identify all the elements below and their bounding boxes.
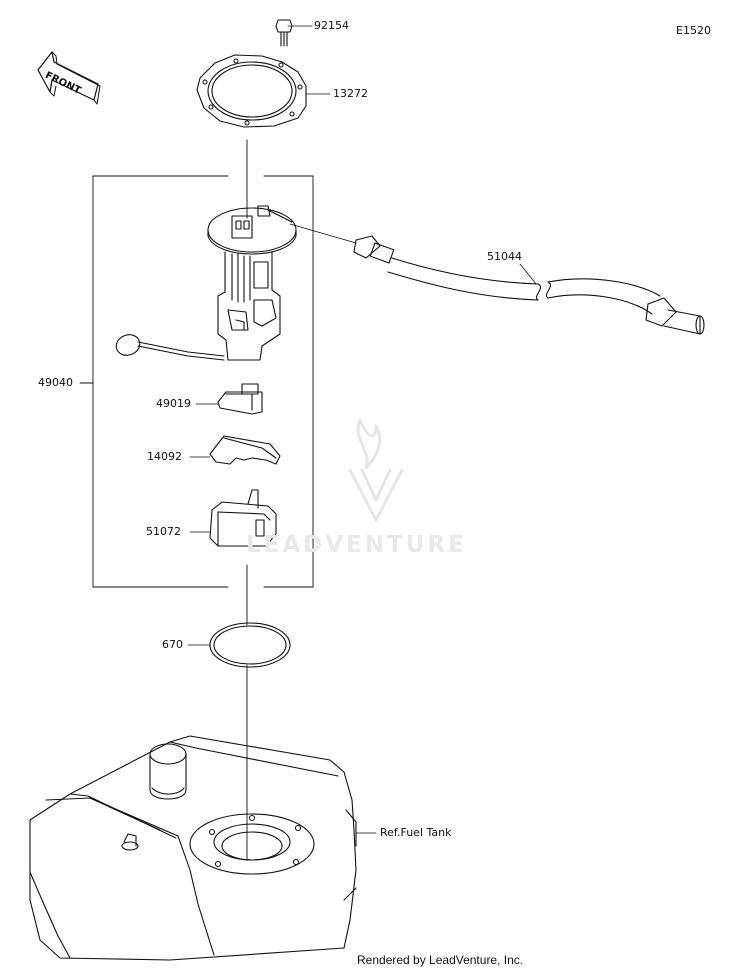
callout-92154[interactable]: 92154 <box>314 19 349 32</box>
diagram-id: E1520 <box>676 24 711 37</box>
part-92154-bolt <box>275 19 293 47</box>
part-51072-strainer-case <box>189 489 277 547</box>
part-14092-cover <box>189 435 281 465</box>
part-51044-fuel-hose <box>289 223 705 335</box>
part-49040-fuel-pump <box>115 205 297 361</box>
part-13272-gasket <box>196 54 331 128</box>
callout-ref-fuel-tank[interactable]: Ref.Fuel Tank <box>380 826 452 839</box>
assembly-bracket-49040 <box>79 139 314 861</box>
watermark-text: LEADVENTURE <box>246 532 467 558</box>
front-arrow-icon <box>37 51 101 105</box>
footer-credit: Rendered by LeadVenture, Inc. <box>357 953 524 967</box>
callout-13272[interactable]: 13272 <box>333 87 368 100</box>
callout-14092[interactable]: 14092 <box>147 450 182 463</box>
callout-49040[interactable]: 49040 <box>38 376 73 389</box>
part-49019-filter <box>195 383 263 415</box>
callout-51072[interactable]: 51072 <box>146 525 181 538</box>
watermark-logo <box>348 418 404 522</box>
fuel-tank-reference <box>29 735 377 961</box>
callout-49019[interactable]: 49019 <box>156 397 191 410</box>
callout-51044[interactable]: 51044 <box>487 250 522 263</box>
part-670-o-ring <box>187 622 291 668</box>
callout-670[interactable]: 670 <box>162 638 183 651</box>
